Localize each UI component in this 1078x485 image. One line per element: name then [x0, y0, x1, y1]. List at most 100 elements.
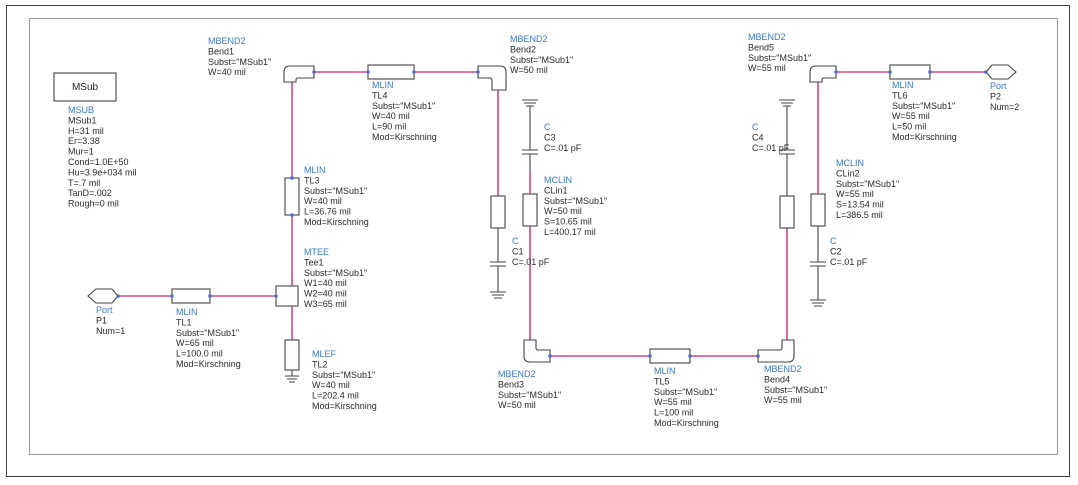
wires	[118, 71, 986, 357]
tl6-label-line: MLIN	[892, 80, 914, 90]
tl1-label-line: MLIN	[176, 307, 198, 317]
msub-label-line: H=31 mil	[68, 126, 104, 136]
msub-label-line: MSUB	[68, 105, 94, 115]
tee1-label-line: W1=40 mil	[304, 278, 347, 288]
tee1-label-line: W3=65 mil	[304, 299, 347, 309]
tl1-body	[171, 288, 211, 304]
c1-lead	[490, 228, 506, 299]
port-p1	[87, 288, 119, 304]
clin1-label-line: L=400.17 mil	[544, 227, 596, 237]
bend4-label-line: Bend4	[764, 374, 790, 384]
bend5-label-line: Bend5	[748, 42, 774, 52]
tl3-label-line: MLIN	[304, 165, 326, 175]
msub-box-label: MSub	[71, 81, 99, 93]
tl5-label-line: MLIN	[654, 366, 676, 376]
components	[53, 64, 1017, 383]
c1-label-line: C	[512, 236, 519, 246]
tl5-label-line: L=100 mil	[654, 408, 693, 418]
tl2-label-line: Mod=Kirschning	[312, 401, 377, 411]
msub-label-line: TanD=.002	[68, 188, 112, 198]
tl2-body	[284, 339, 300, 371]
tl6-label-line: TL6	[892, 90, 908, 100]
clin2-label-line: MCLIN	[836, 158, 864, 168]
tl5-body	[649, 348, 691, 364]
tl3-label-line: L=36.76 mil	[304, 207, 351, 217]
p1-label-line: P1	[96, 315, 107, 325]
tl2-label-line: MLEF	[312, 349, 337, 359]
c1-label-line: C=.01 pF	[512, 257, 550, 267]
c3-plates	[522, 149, 538, 155]
msub-label-line: Rough=0 mil	[68, 199, 119, 209]
bend3-label-line: Bend3	[498, 379, 524, 389]
bend5-shape	[809, 65, 837, 83]
c4-ground-top	[779, 99, 795, 150]
c2-lead	[810, 226, 826, 307]
tl4-body	[367, 64, 415, 80]
clin2-label-line: CLin2	[836, 168, 860, 178]
tee1-label-line: MTEE	[304, 247, 329, 257]
p2-label-line: Port	[990, 81, 1007, 91]
bend1-label-line: Subst="MSub1"	[208, 57, 271, 67]
clin1-label-line: W=50 mil	[544, 206, 582, 216]
bend4-label-line: W=55 mil	[764, 395, 802, 405]
msub-label-line: Hu=3.9e+034 mil	[68, 167, 137, 177]
tl6-label-line: L=50 mil	[892, 122, 926, 132]
tl3-label-line: TL3	[304, 175, 320, 185]
p2-label-line: P2	[990, 91, 1001, 101]
clin1-label-line: Subst="MSub1"	[544, 196, 607, 206]
c3-label-line: C3	[544, 132, 556, 142]
clin2-right-body	[810, 193, 826, 227]
tl2-ground	[285, 370, 299, 383]
clin2-left-body	[779, 195, 795, 229]
c2-label-line: C2	[830, 246, 842, 256]
tl6-body	[889, 64, 931, 80]
clin1-right-body	[522, 193, 538, 227]
msub-box	[53, 72, 117, 102]
c3-label-line: C	[544, 122, 551, 132]
schematic-panel	[29, 18, 1058, 455]
tl6-label-line: Subst="MSub1"	[892, 101, 955, 111]
c4-label-line: C=.01 pF	[752, 143, 790, 153]
tl5-label-line: Subst="MSub1"	[654, 387, 717, 397]
bend1-label-line: W=40 mil	[208, 67, 246, 77]
tl1-label-line: L=100.0 mil	[176, 349, 223, 359]
tl2-label-line: TL2	[312, 359, 328, 369]
p2-label-line: Num=2	[990, 102, 1019, 112]
tl2-label-line: L=202.4 mil	[312, 391, 359, 401]
tl1-label-line: Subst="MSub1"	[176, 328, 239, 338]
tl4-label-line: L=90 mil	[372, 122, 406, 132]
tl6-label-line: Mod=Kirschning	[892, 132, 957, 142]
c4-label-line: C4	[752, 132, 764, 142]
msub-label-line: Mur=1	[68, 147, 94, 157]
bend3-shape	[523, 339, 551, 363]
c2-label-line: C=.01 pF	[830, 257, 868, 267]
tl4-label-line: MLIN	[372, 80, 394, 90]
tl1-label-line: W=65 mil	[176, 338, 214, 348]
clin2-label-line: W=55 mil	[836, 189, 874, 199]
tee1-label-line: Tee1	[304, 257, 324, 267]
tl5-label-line: W=55 mil	[654, 397, 692, 407]
bend3-label-line: W=50 mil	[498, 400, 536, 410]
clin1-label-line: CLin1	[544, 185, 568, 195]
c4-label-line: C	[752, 122, 759, 132]
c1-label-line: C1	[512, 246, 524, 256]
clin2-label-line: Subst="MSub1"	[836, 179, 899, 189]
outer-frame	[6, 5, 1070, 477]
clin2-label-line: L=386.5 mil	[836, 210, 883, 220]
